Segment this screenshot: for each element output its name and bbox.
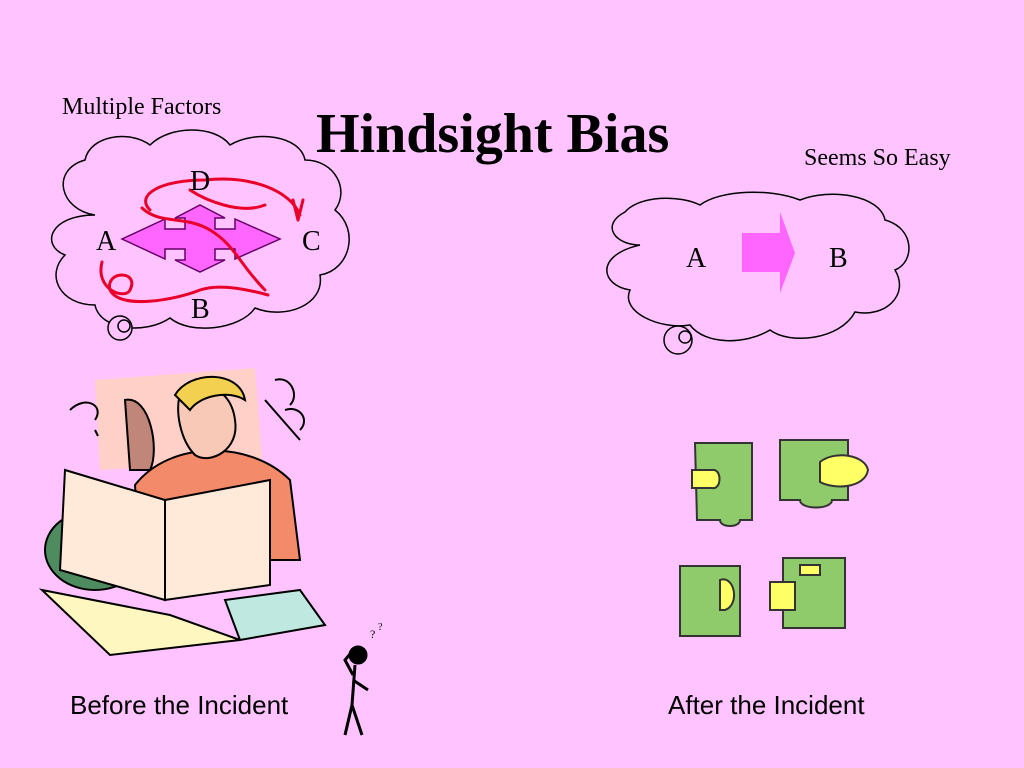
slide-title: Hindsight Bias — [316, 103, 670, 165]
right-cloud-label-a: A — [686, 243, 707, 274]
left-cloud-label-b: B — [191, 294, 210, 325]
question-marks-icon: ? — [370, 627, 375, 641]
right-cloud-label-b: B — [829, 243, 848, 274]
after-incident-caption: After the Incident — [668, 690, 865, 720]
left-cloud-label-a: A — [96, 226, 117, 257]
left-cloud-label-d: D — [190, 166, 211, 197]
left-cloud-label-c: C — [302, 226, 321, 257]
before-incident-caption: Before the Incident — [70, 690, 289, 720]
multiple-factors-caption: Multiple Factors — [62, 94, 222, 120]
svg-text:?: ? — [378, 622, 383, 633]
seems-so-easy-caption: Seems So Easy — [804, 145, 951, 171]
